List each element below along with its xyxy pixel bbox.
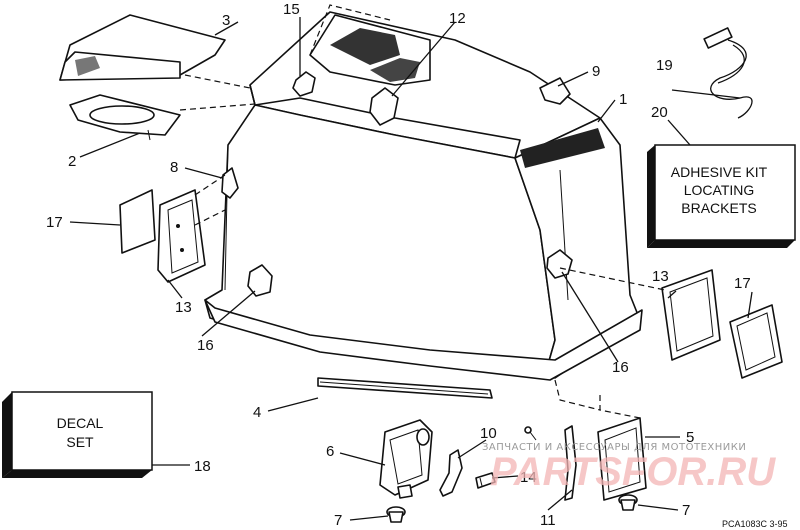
leader-lines [69,17,753,521]
part-13-right-frame [661,269,721,361]
bracket-8 [221,167,239,199]
bracket-15 [292,71,316,97]
callout-12: 12 [449,10,466,27]
callout-20: 20 [651,104,668,121]
adhesive-kit-line3: BRACKETS [681,200,756,216]
part-7-grommet-left [386,506,406,523]
callout-14: 14 [520,469,537,486]
drawing-code: PCA1083C 3-95 [722,519,788,529]
part-11-bracket [564,425,577,501]
callout-10: 10 [480,425,497,442]
adhesive-kit-line1: ADHESIVE KIT [671,164,768,180]
callout-16-left: 16 [197,337,214,354]
part-2-seal [69,94,181,141]
callout-6: 6 [326,443,334,460]
callout-3: 3 [222,12,230,29]
part-7-grommet-right [618,494,638,511]
bracket-16-left [247,264,273,297]
callout-17-left: 17 [46,214,63,231]
part-5-plate [597,417,647,501]
part-6-latch [379,419,433,499]
callout-13-left: 13 [175,299,192,316]
bracket-16-right [546,249,573,279]
engine-cover [204,4,643,381]
callout-4: 4 [253,404,261,421]
callout-19: 19 [656,57,673,74]
callout-1: 1 [619,91,627,108]
adhesive-kit-box: ADHESIVE KIT LOCATING BRACKETS [647,144,796,248]
callout-7-left: 7 [334,512,342,529]
callout-2: 2 [68,153,76,170]
decal-set-line2: SET [66,434,94,450]
callout-5: 5 [686,429,694,446]
callout-7-right: 7 [682,502,690,519]
part-14-screw [475,472,496,489]
callout-17-right: 17 [734,275,751,292]
callout-8: 8 [170,159,178,176]
watermark-caption: ЗАПЧАСТИ И АКСЕССУАРЫ ДЛЯ МОТОТЕХНИКИ [482,442,746,453]
callout-13-right: 13 [652,268,669,285]
callout-11: 11 [540,512,556,529]
callout-15: 15 [283,1,300,18]
part-19-cable [703,27,753,119]
bracket-12 [369,87,399,126]
part-4-strip [317,377,493,399]
dashed-guides [179,74,666,419]
part-13-left-plate [157,189,206,283]
decal-set-box: DECAL SET [2,391,153,478]
callout-18: 18 [194,458,211,475]
callout-16-right: 16 [612,359,629,376]
part-3-lid [59,14,226,81]
decal-set-line1: DECAL [57,415,104,431]
part-17-left-pad [119,189,156,254]
small-screw [524,426,537,441]
adhesive-kit-line2: LOCATING [684,182,755,198]
watermark-logo: PARTSFOR.RU [490,450,776,494]
part-10-hook [439,449,463,497]
callout-9: 9 [592,63,600,80]
part-17-right-pad [729,304,783,379]
